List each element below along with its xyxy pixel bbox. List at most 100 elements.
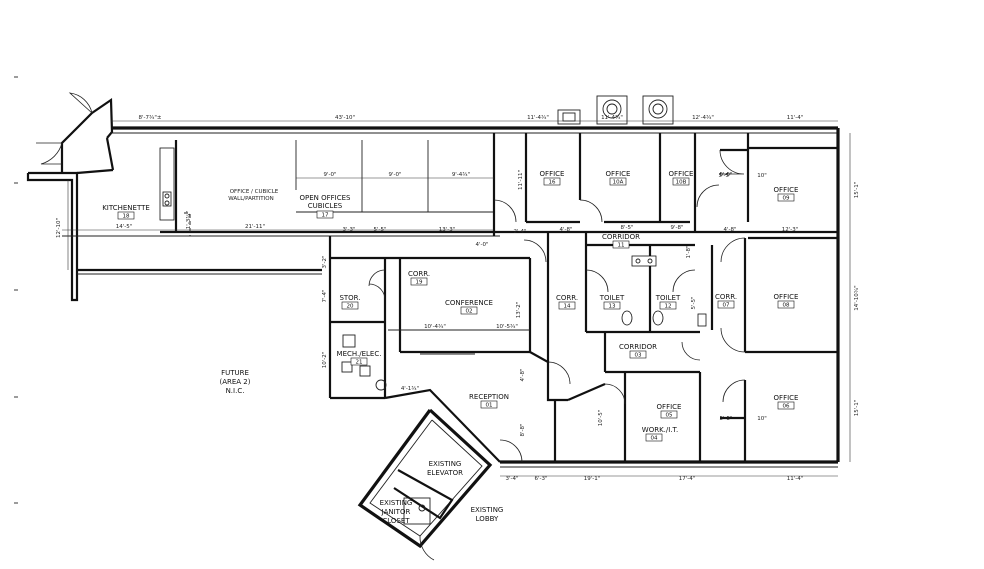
svg-text:11'-4": 11'-4" <box>787 115 804 121</box>
svg-text:20: 20 <box>347 304 354 310</box>
svg-text:7'-4": 7'-4" <box>322 289 328 302</box>
svg-text:13: 13 <box>609 304 616 310</box>
room-name-conference: CONFERENCE <box>445 299 493 307</box>
existing-elevator-label: EXISTING <box>429 460 462 468</box>
svg-text:17'-4": 17'-4" <box>679 476 696 482</box>
svg-text:06: 06 <box>783 404 790 410</box>
room-name-office-09: OFFICE <box>774 186 799 194</box>
svg-text:4'-8": 4'-8" <box>559 227 572 233</box>
svg-text:9'-0": 9'-0" <box>388 172 401 178</box>
svg-text:10'-5¾": 10'-5¾" <box>496 324 518 330</box>
svg-text:10'-4¾": 10'-4¾" <box>424 324 446 330</box>
existing-janitor-label: EXISTING <box>380 499 413 507</box>
room-name-office-10a: OFFICE <box>606 170 631 178</box>
room-name-kitchenette: KITCHENETTE <box>102 204 150 212</box>
svg-text:10A: 10A <box>613 180 624 186</box>
svg-text:21: 21 <box>356 360 363 366</box>
svg-text:4'-8": 4'-8" <box>723 227 736 233</box>
svg-text:02: 02 <box>466 309 473 315</box>
svg-text:13'-3": 13'-3" <box>439 227 456 233</box>
svg-text:15'-1": 15'-1" <box>854 182 860 199</box>
roof-equipment <box>557 95 674 125</box>
svg-text:18: 18 <box>123 214 130 220</box>
room-name-open-offices: OPEN OFFICES <box>300 194 352 202</box>
room-name-office-06: OFFICE <box>774 394 799 402</box>
svg-text:5'-5": 5'-5" <box>719 416 732 422</box>
room-name-corr-14: CORR. <box>556 294 578 302</box>
reception-lobby <box>357 351 606 561</box>
svg-text:10": 10" <box>757 173 767 179</box>
room-name-mech-elec: MECH./ELEC. <box>337 350 382 358</box>
room-name-office-08: OFFICE <box>774 293 799 301</box>
room-name-corr-19: CORR. <box>408 270 430 278</box>
svg-text:5'-5": 5'-5" <box>373 227 386 233</box>
conference-storage-mech <box>328 236 532 400</box>
svg-text:9'-4¾": 9'-4¾" <box>452 172 470 178</box>
svg-text:43'-10": 43'-10" <box>335 115 355 121</box>
svg-text:08: 08 <box>783 303 790 309</box>
room-labels: KITCHENETTE 18 OPEN OFFICES CUBICLES 17 … <box>102 170 798 442</box>
room-name-corridor-03: CORRIDOR <box>619 343 657 351</box>
margin-ticks <box>14 76 18 504</box>
partition-note: OFFICE / CUBICLE <box>230 189 279 195</box>
svg-text:4'-0": 4'-0" <box>475 242 488 248</box>
room-name-office-10b: OFFICE <box>669 170 694 178</box>
svg-text:9'-0": 9'-0" <box>323 172 336 178</box>
svg-text:3'-3": 3'-3" <box>342 227 355 233</box>
room-name-corr-07: CORR. <box>715 293 737 301</box>
svg-text:(AREA 2): (AREA 2) <box>219 378 250 386</box>
svg-text:CUBICLES: CUBICLES <box>308 202 343 210</box>
svg-text:JANITOR: JANITOR <box>381 508 411 516</box>
svg-text:2'-4": 2'-4" <box>513 229 526 235</box>
svg-text:09: 09 <box>783 196 790 202</box>
svg-text:4'-8": 4'-8" <box>520 368 526 381</box>
svg-text:4'-1¾": 4'-1¾" <box>401 386 419 392</box>
svg-text:9'-8": 9'-8" <box>670 225 683 231</box>
svg-text:10B: 10B <box>676 180 687 186</box>
svg-text:5'-5": 5'-5" <box>691 296 697 309</box>
kitchen-open-office-area <box>159 133 496 237</box>
dimension-lines <box>62 120 851 477</box>
svg-text:5'-5": 5'-5" <box>719 172 732 178</box>
svg-text:11'-4¾": 11'-4¾" <box>601 115 623 121</box>
svg-text:LOBBY: LOBBY <box>476 515 499 523</box>
svg-text:07: 07 <box>723 303 730 309</box>
svg-text:17: 17 <box>322 213 329 219</box>
svg-text:3'-2": 3'-2" <box>322 255 328 268</box>
room-name-office-16: OFFICE <box>540 170 565 178</box>
svg-text:12: 12 <box>665 304 672 310</box>
room-name-corridor-11: CORRIDOR <box>602 233 640 241</box>
svg-text:04: 04 <box>651 436 658 442</box>
corridor-toilet-area <box>523 232 714 462</box>
svg-text:8'-5": 8'-5" <box>620 225 633 231</box>
svg-text:10": 10" <box>757 416 767 422</box>
svg-text:14'-10¾": 14'-10¾" <box>854 285 860 310</box>
svg-text:3'-4": 3'-4" <box>505 476 518 482</box>
svg-text:14'-5": 14'-5" <box>116 224 133 230</box>
room-name-reception: RECEPTION <box>469 393 509 401</box>
svg-text:11: 11 <box>618 243 625 249</box>
future-area-label: FUTURE <box>221 369 249 377</box>
svg-text:11'-4¾": 11'-4¾" <box>527 115 549 121</box>
svg-text:19: 19 <box>416 280 423 286</box>
svg-text:5'-5": 5'-5" <box>718 173 731 179</box>
room-name-toilet-12: TOILET <box>655 294 681 302</box>
svg-text:05: 05 <box>666 413 673 419</box>
svg-text:ELEVATOR: ELEVATOR <box>427 469 463 477</box>
existing-lobby-label: EXISTING <box>471 506 504 514</box>
svg-text:12'-10": 12'-10" <box>56 218 62 238</box>
outer-walls <box>62 126 840 468</box>
room-name-stor: STOR. <box>339 294 360 302</box>
svg-text:10'-5": 10'-5" <box>598 410 604 427</box>
svg-text:N.I.C.: N.I.C. <box>226 387 245 395</box>
svg-text:WALL/PARTITION: WALL/PARTITION <box>228 196 273 202</box>
svg-text:13'-2": 13'-2" <box>516 302 522 319</box>
svg-text:1'-3¾": 1'-3¾" <box>186 211 192 229</box>
room-name-toilet-13: TOILET <box>599 294 625 302</box>
svg-text:03: 03 <box>635 353 642 359</box>
svg-text:1'-8": 1'-8" <box>686 245 692 258</box>
north-offices <box>493 133 838 232</box>
svg-text:15'-1": 15'-1" <box>854 400 860 417</box>
svg-text:11'-4": 11'-4" <box>787 476 804 482</box>
